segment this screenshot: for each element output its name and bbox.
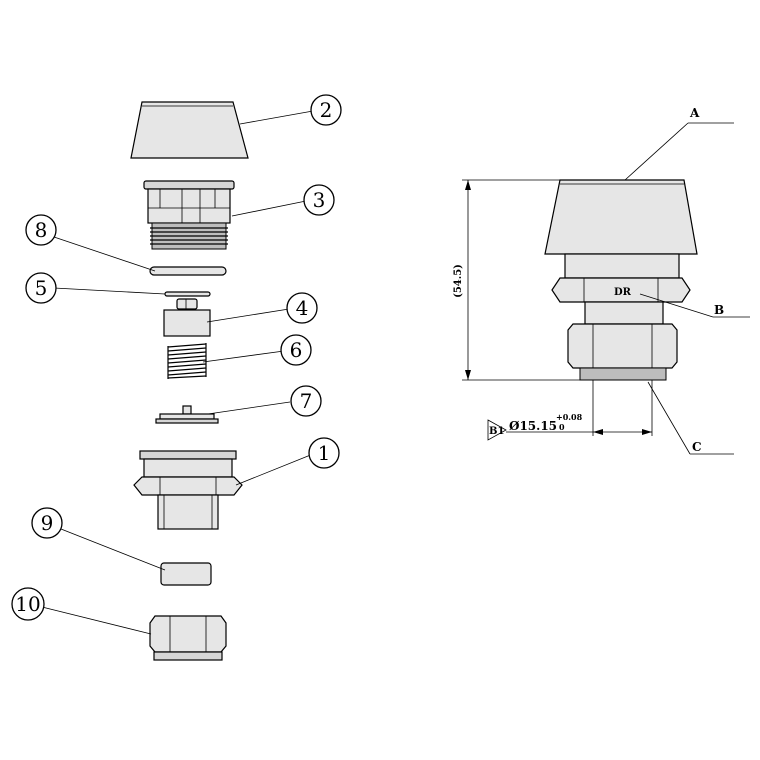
svg-text:6: 6 (290, 338, 303, 362)
height-dimension: (54.5) (453, 179, 580, 381)
assembly-middle (584, 301, 664, 325)
svg-text:(54.5): (54.5) (453, 264, 464, 298)
svg-text:A: A (689, 106, 700, 120)
assembly-base (579, 367, 667, 381)
balloon-1: 1 (308, 437, 340, 469)
svg-text:9: 9 (41, 511, 54, 535)
balloon-8: 8 (25, 214, 57, 246)
part-washer (164, 291, 211, 297)
assembly-view: (54.5) A B DR C B1 (453, 106, 750, 455)
svg-text:DR: DR (614, 287, 632, 298)
svg-text:3: 3 (313, 188, 326, 212)
part-valve-core (163, 298, 211, 337)
svg-text:B: B (714, 303, 724, 317)
exploded-view: 2 3 8 5 4 6 7 1 (11, 94, 342, 661)
balloon-5: 5 (25, 272, 57, 304)
balloon-7: 7 (290, 385, 322, 417)
svg-text:7: 7 (300, 389, 313, 413)
svg-text:C: C (692, 440, 702, 454)
balloon-6: 6 (280, 334, 312, 366)
callout-c: C (647, 381, 734, 455)
svg-text:1: 1 (318, 441, 331, 465)
part-nut (149, 615, 227, 661)
part-o-ring (149, 266, 227, 276)
svg-text:0: 0 (559, 422, 565, 432)
svg-text:Ø15.15: Ø15.15 (509, 419, 557, 433)
svg-text:B1: B1 (489, 426, 504, 437)
balloon-2: 2 (310, 94, 342, 126)
callout-b: B DR (614, 287, 750, 318)
balloon-4: 4 (286, 292, 318, 324)
part-cap (130, 101, 249, 159)
assembly-cap (544, 179, 698, 255)
callout-a: A (624, 106, 734, 181)
part-body (133, 450, 243, 530)
svg-text:+0.08: +0.08 (556, 412, 583, 422)
balloon-10: 10 (11, 587, 45, 621)
balloon-3: 3 (303, 184, 335, 216)
part-upper-housing (143, 180, 235, 250)
assembly-upper-hex (551, 277, 691, 303)
balloon-9: 9 (31, 507, 63, 539)
svg-text:5: 5 (35, 276, 48, 300)
leader-lines (41, 110, 314, 635)
part-spring (167, 343, 207, 379)
diameter-dimension: B1 Ø15.15 +0.08 0 (487, 380, 653, 441)
svg-text:8: 8 (35, 218, 48, 242)
svg-text:2: 2 (320, 98, 333, 122)
svg-text:4: 4 (296, 296, 309, 320)
assembly-lower-hex (567, 323, 678, 369)
svg-text:10: 10 (15, 592, 40, 616)
part-valve-seat (155, 405, 219, 424)
part-insert (160, 562, 212, 586)
assembly-neck (564, 253, 680, 279)
